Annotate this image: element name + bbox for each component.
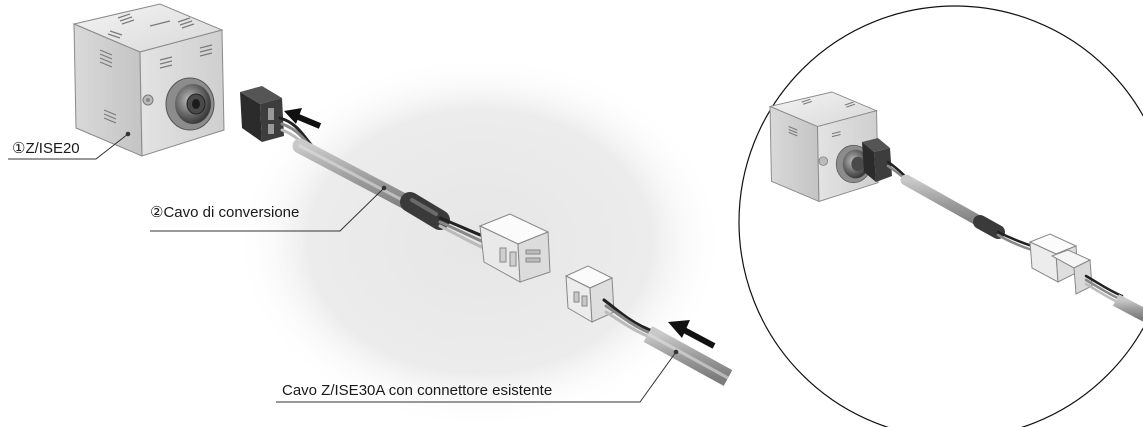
insert-arrow-icon: [284, 108, 322, 129]
existing-cable-label: Cavo Z/ISE30A con connettore esistente: [282, 382, 553, 399]
sensor-label: ①Z/ISE20: [12, 140, 80, 157]
conversion-cable-label: ②Cavo di conversione: [150, 204, 300, 221]
insert-arrow-icon: [668, 320, 716, 349]
sensor-device: [72, 3, 225, 157]
ferrite-core: [400, 192, 450, 230]
white-connector-existing: [564, 265, 615, 323]
detail-view: [738, 5, 1143, 427]
leader-lines: [8, 131, 679, 403]
white-connector-conversion: [478, 213, 551, 283]
black-connector: [240, 86, 284, 142]
